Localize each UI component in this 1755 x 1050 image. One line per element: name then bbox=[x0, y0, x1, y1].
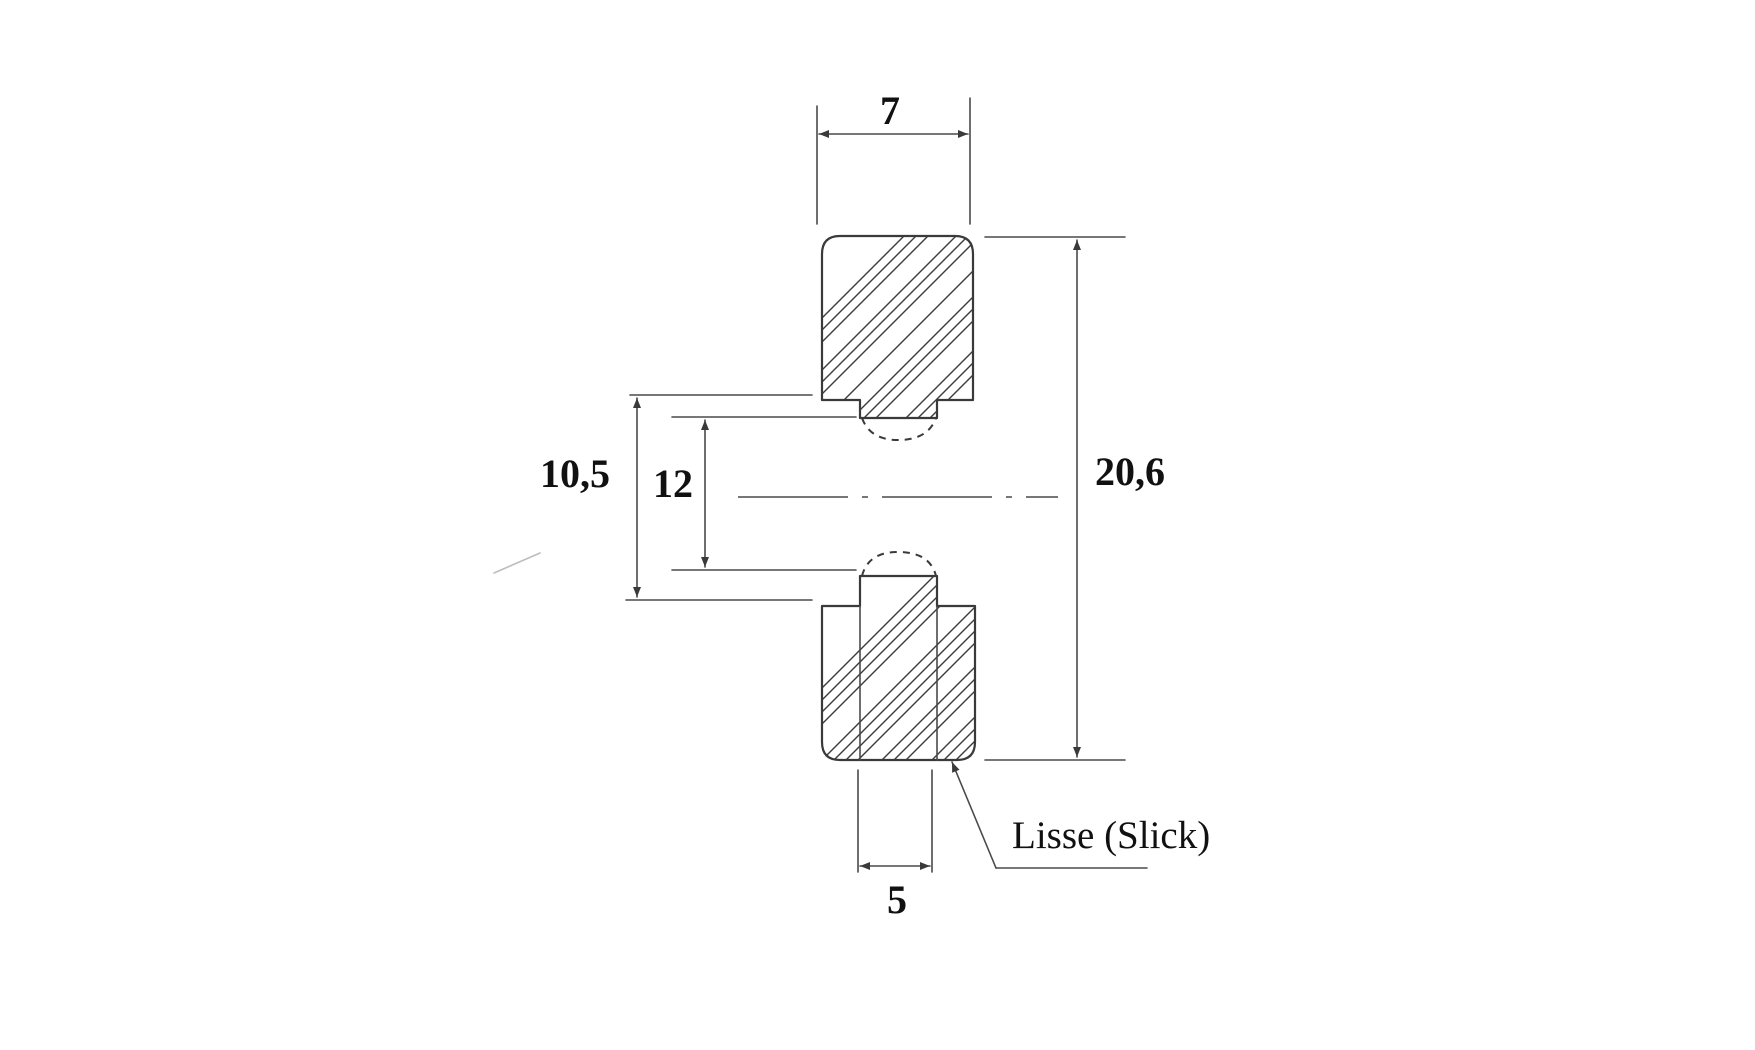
top-hatching bbox=[822, 236, 973, 418]
dim-outer-gap bbox=[625, 394, 813, 601]
bottom-profile bbox=[820, 550, 977, 762]
dim-label-overall-height: 20,6 bbox=[1095, 449, 1165, 494]
dim-label-bottom-width: 5 bbox=[887, 877, 907, 922]
dim-label-top-width: 7 bbox=[880, 88, 900, 133]
bottom-bead-dashed bbox=[861, 550, 937, 577]
dim-label-inner-gap: 12 bbox=[653, 461, 693, 506]
top-profile bbox=[820, 234, 975, 442]
bottom-hatching bbox=[822, 576, 975, 760]
dim-inner-gap bbox=[671, 416, 857, 571]
surface-leader bbox=[951, 761, 1148, 869]
dim-bottom-width bbox=[857, 769, 933, 873]
dim-top-width bbox=[816, 97, 971, 225]
top-bead-dashed bbox=[861, 417, 937, 442]
surface-label: Lisse (Slick) bbox=[1012, 814, 1210, 857]
dim-overall-height bbox=[984, 236, 1126, 761]
dim-label-outer-gap: 10,5 bbox=[540, 451, 610, 496]
stray-mark bbox=[493, 552, 541, 574]
